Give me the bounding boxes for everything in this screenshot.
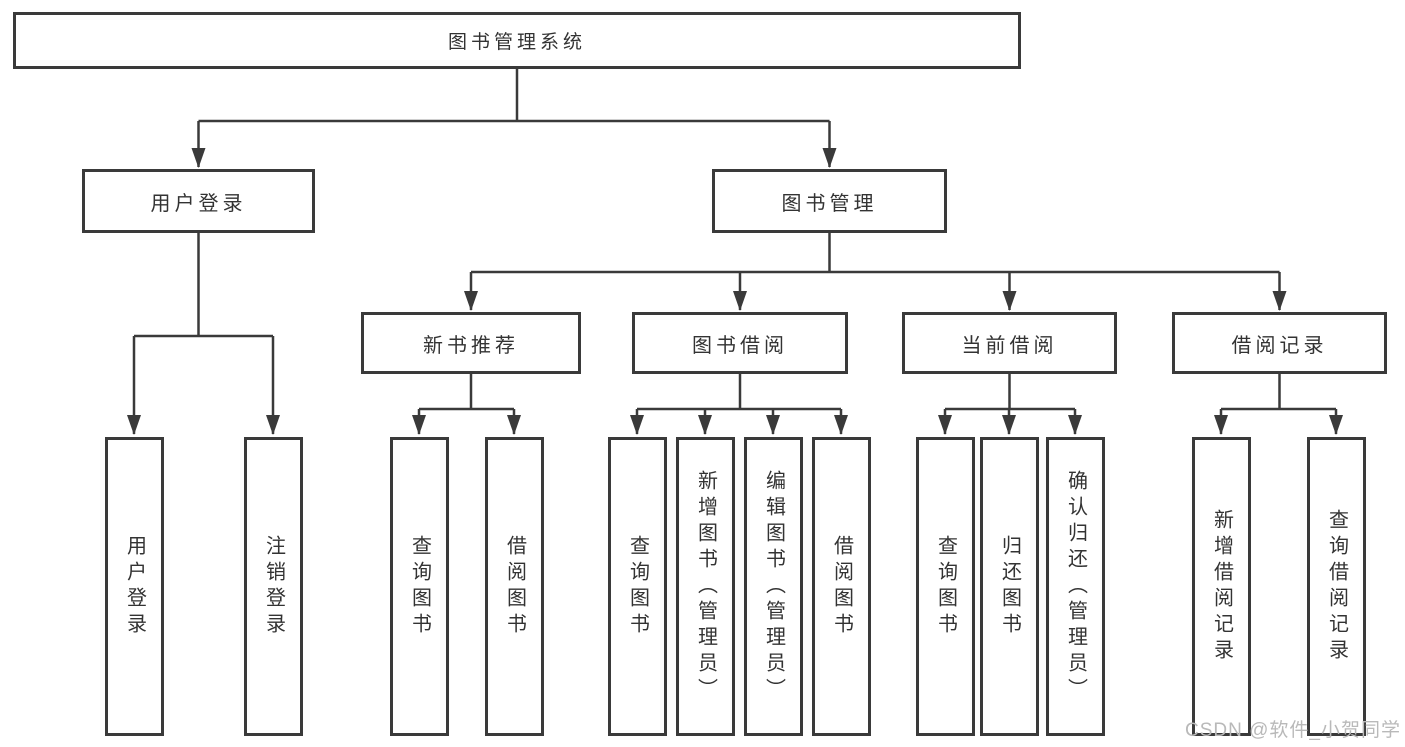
node-return-books: 归还图书 [980,437,1039,736]
node-add-borrow-record: 新增借阅记录 [1192,437,1251,736]
node-logout-action: 注销登录 [244,437,303,736]
node-book-borrowing: 图书借阅 [632,312,848,374]
node-library-management-system: 图书管理系统 [13,12,1021,69]
node-label: 图书管理系统 [447,32,586,53]
node-label: 编辑图书（管理员） [762,469,785,704]
node-label: 确认归还（管理员） [1064,469,1087,704]
node-label: 查询图书 [626,534,649,639]
node-label: 查询图书 [408,534,431,639]
node-add-books-admin: 新增图书（管理员） [676,437,735,736]
node-label: 新增图书（管理员） [694,469,717,704]
node-new-book-recommendation: 新书推荐 [361,312,581,374]
connector-rails [134,69,1336,411]
node-label: 用户登录 [150,192,247,215]
node-label: 查询图书 [934,534,957,639]
node-borrow-books-borrowing: 借阅图书 [812,437,871,736]
node-current-borrowing: 当前借阅 [902,312,1117,374]
node-borrowing-records: 借阅记录 [1172,312,1387,374]
node-edit-books-admin: 编辑图书（管理员） [744,437,803,736]
node-book-management: 图书管理 [712,169,947,233]
node-label: 新书推荐 [423,334,519,357]
node-label: 查询借阅记录 [1325,508,1348,665]
node-user-login-group: 用户登录 [82,169,315,233]
node-label: 图书管理 [781,192,878,215]
node-label: 注销登录 [262,534,285,639]
node-query-books-recommend: 查询图书 [390,437,449,736]
node-label: 当前借阅 [961,334,1058,357]
node-label: 图书借阅 [692,334,788,357]
node-confirm-return-admin: 确认归还（管理员） [1046,437,1105,736]
node-label: 新增借阅记录 [1210,508,1233,665]
node-label: 借阅记录 [1231,334,1328,357]
node-user-login-action: 用户登录 [105,437,164,736]
node-query-books-current: 查询图书 [916,437,975,736]
node-label: 归还图书 [998,534,1021,639]
node-query-borrow-record: 查询借阅记录 [1307,437,1366,736]
node-label: 借阅图书 [503,534,526,639]
node-borrow-books-recommend: 借阅图书 [485,437,544,736]
node-label: 用户登录 [123,534,146,639]
node-label: 借阅图书 [830,534,853,639]
node-query-books-borrowing: 查询图书 [608,437,667,736]
